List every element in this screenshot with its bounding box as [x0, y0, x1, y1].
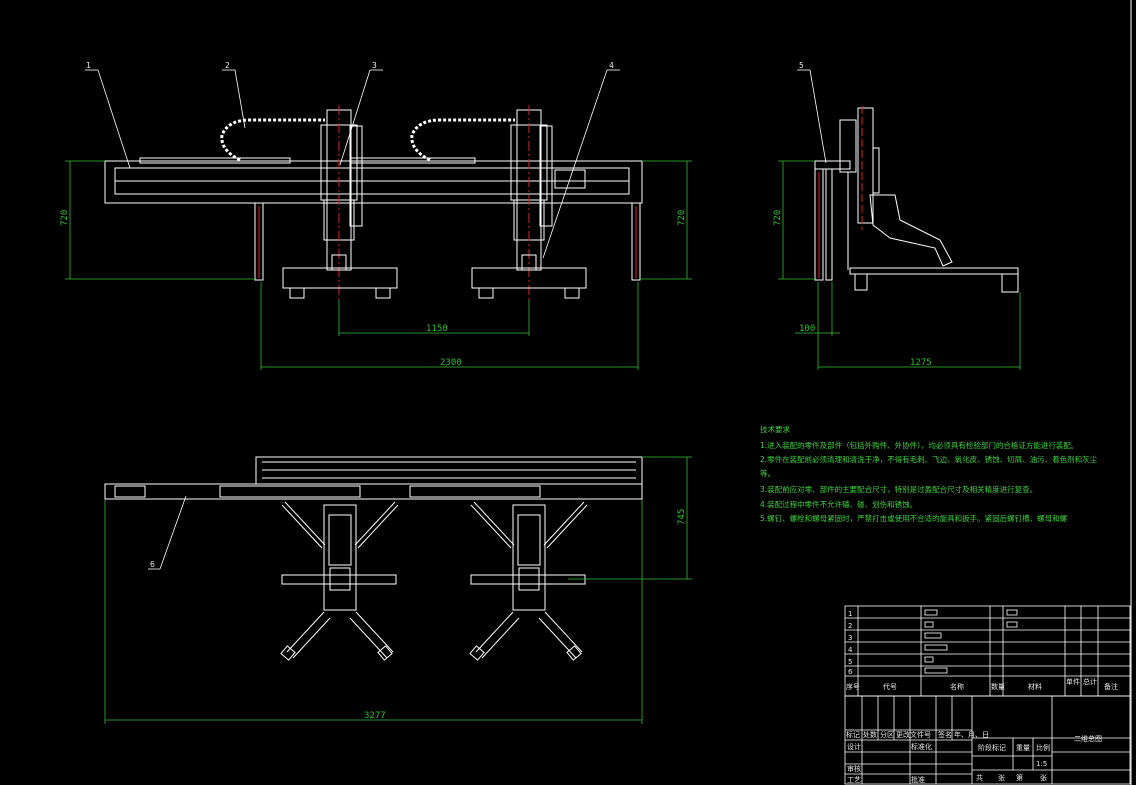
requirements-heading: 技术要求 — [760, 424, 790, 434]
balloon-3: 3 — [372, 61, 377, 70]
tb-scale: 比例 — [1036, 743, 1050, 752]
title-block — [844, 695, 1131, 785]
balloon-4: 4 — [609, 61, 614, 70]
requirement-line: 2.零件在装配前必须清理和清洗干净，不得有毛刺、飞边、氧化皮、锈蚀、切屑、油污、… — [760, 454, 1098, 464]
title-block-text: 标记 处数 分区 更改文件号 签名 年、月、日 设计 标准化 审核 工艺 批准 … — [846, 730, 1102, 784]
balloon-2: 2 — [225, 61, 230, 70]
bom-table — [844, 605, 1131, 697]
tb-sheet-no: 第 — [1016, 773, 1023, 782]
tb-label-mark: 标记 — [846, 730, 860, 739]
bom-header-cell: 数量 — [991, 682, 1005, 691]
balloon-1: 1 — [86, 61, 91, 70]
tb-stage-mark: 阶段标记 — [978, 743, 1006, 752]
bom-row-number: 6 — [848, 668, 853, 676]
tb-label-sign: 签名 — [938, 730, 952, 739]
bom-header-cell: 总计 — [1083, 677, 1097, 686]
bom-header-cell: 代号 — [883, 682, 897, 691]
tb-weight: 重量 — [1016, 744, 1030, 752]
side-view-dimension-lines — [778, 160, 1021, 370]
tb-sheet-unit: 张 — [998, 773, 1005, 782]
tb-sheet-unit-2: 张 — [1040, 773, 1047, 782]
tb-sheet-total: 共 — [976, 773, 983, 782]
tb-scale-value: 1:5 — [1036, 760, 1047, 768]
front-view — [104, 105, 643, 300]
dim-front-height-left: 720 — [60, 210, 70, 226]
bom-row-numbers: 1 2 3 4 5 6 — [848, 610, 853, 676]
tb-design: 设计 — [847, 742, 861, 751]
dim-side-width: 1275 — [910, 358, 932, 368]
balloon-6: 6 — [150, 560, 155, 569]
tb-label-change-doc: 更改文件号 — [896, 730, 931, 739]
balloon-5: 5 — [799, 61, 804, 70]
bom-row-number: 4 — [848, 646, 853, 654]
requirement-line: 等。 — [760, 468, 775, 478]
dim-side-offset: 100 — [799, 324, 815, 334]
front-view-dimension-lines — [65, 160, 692, 370]
dim-front-height-right: 720 — [677, 210, 687, 226]
bom-row-number: 5 — [848, 658, 852, 666]
dim-top-length: 3277 — [364, 711, 386, 721]
drawing-title: 二维总图 — [1074, 734, 1102, 743]
requirement-line: 3.装配前应对零、部件的主要配合尺寸，特别是过盈配合尺寸及相关精度进行复查。 — [760, 484, 1037, 494]
dim-front-width: 2300 — [440, 358, 462, 368]
requirement-line: 1.进入装配的零件及部件（包括外购件、外协件），均必须具有检验部门的合格证方能进… — [760, 440, 1078, 450]
bom-row-number: 2 — [848, 622, 852, 630]
top-view — [104, 456, 643, 661]
dim-top-depth: 745 — [677, 509, 687, 525]
bom-row-number: 1 — [848, 610, 852, 618]
bom-header-cell: 名称 — [950, 682, 964, 691]
bom-header: 序号 代号 名称 数量 材料 单件 总计 备注 — [846, 677, 1118, 691]
tb-approve: 批准 — [911, 775, 925, 784]
requirement-line: 4.装配过程中零件不允许磕、碰、划伤和锈蚀。 — [760, 499, 917, 509]
tb-label-date: 年、月、日 — [954, 730, 989, 739]
dim-front-pitch: 1150 — [426, 324, 448, 334]
side-view-leader — [797, 69, 827, 164]
top-view-dimension-lines — [104, 456, 692, 724]
side-view — [814, 106, 1019, 293]
technical-requirements: 技术要求 1.进入装配的零件及部件（包括外购件、外协件），均必须具有检验部门的合… — [760, 424, 1098, 523]
bom-row-number: 3 — [848, 634, 852, 642]
tb-review: 审核 — [847, 764, 861, 773]
bom-header-cell: 序号 — [846, 682, 860, 691]
tb-process: 工艺 — [847, 776, 861, 784]
tb-label-zone: 分区 — [880, 730, 894, 739]
front-view-leaders — [85, 69, 620, 259]
tb-standardize: 标准化 — [911, 742, 932, 751]
top-view-leader — [148, 495, 187, 570]
requirement-line: 5.螺钉、螺栓和螺母紧固时，严禁打击或使用不合适的旋具和扳手。紧固后螺钉槽、螺母… — [760, 513, 1068, 523]
tb-label-count: 处数 — [863, 730, 877, 739]
bom-header-cell: 备注 — [1104, 682, 1118, 691]
bom-header-cell: 单件 — [1066, 677, 1080, 686]
dim-side-height: 720 — [773, 210, 783, 226]
bom-header-cell: 材料 — [1028, 682, 1042, 691]
